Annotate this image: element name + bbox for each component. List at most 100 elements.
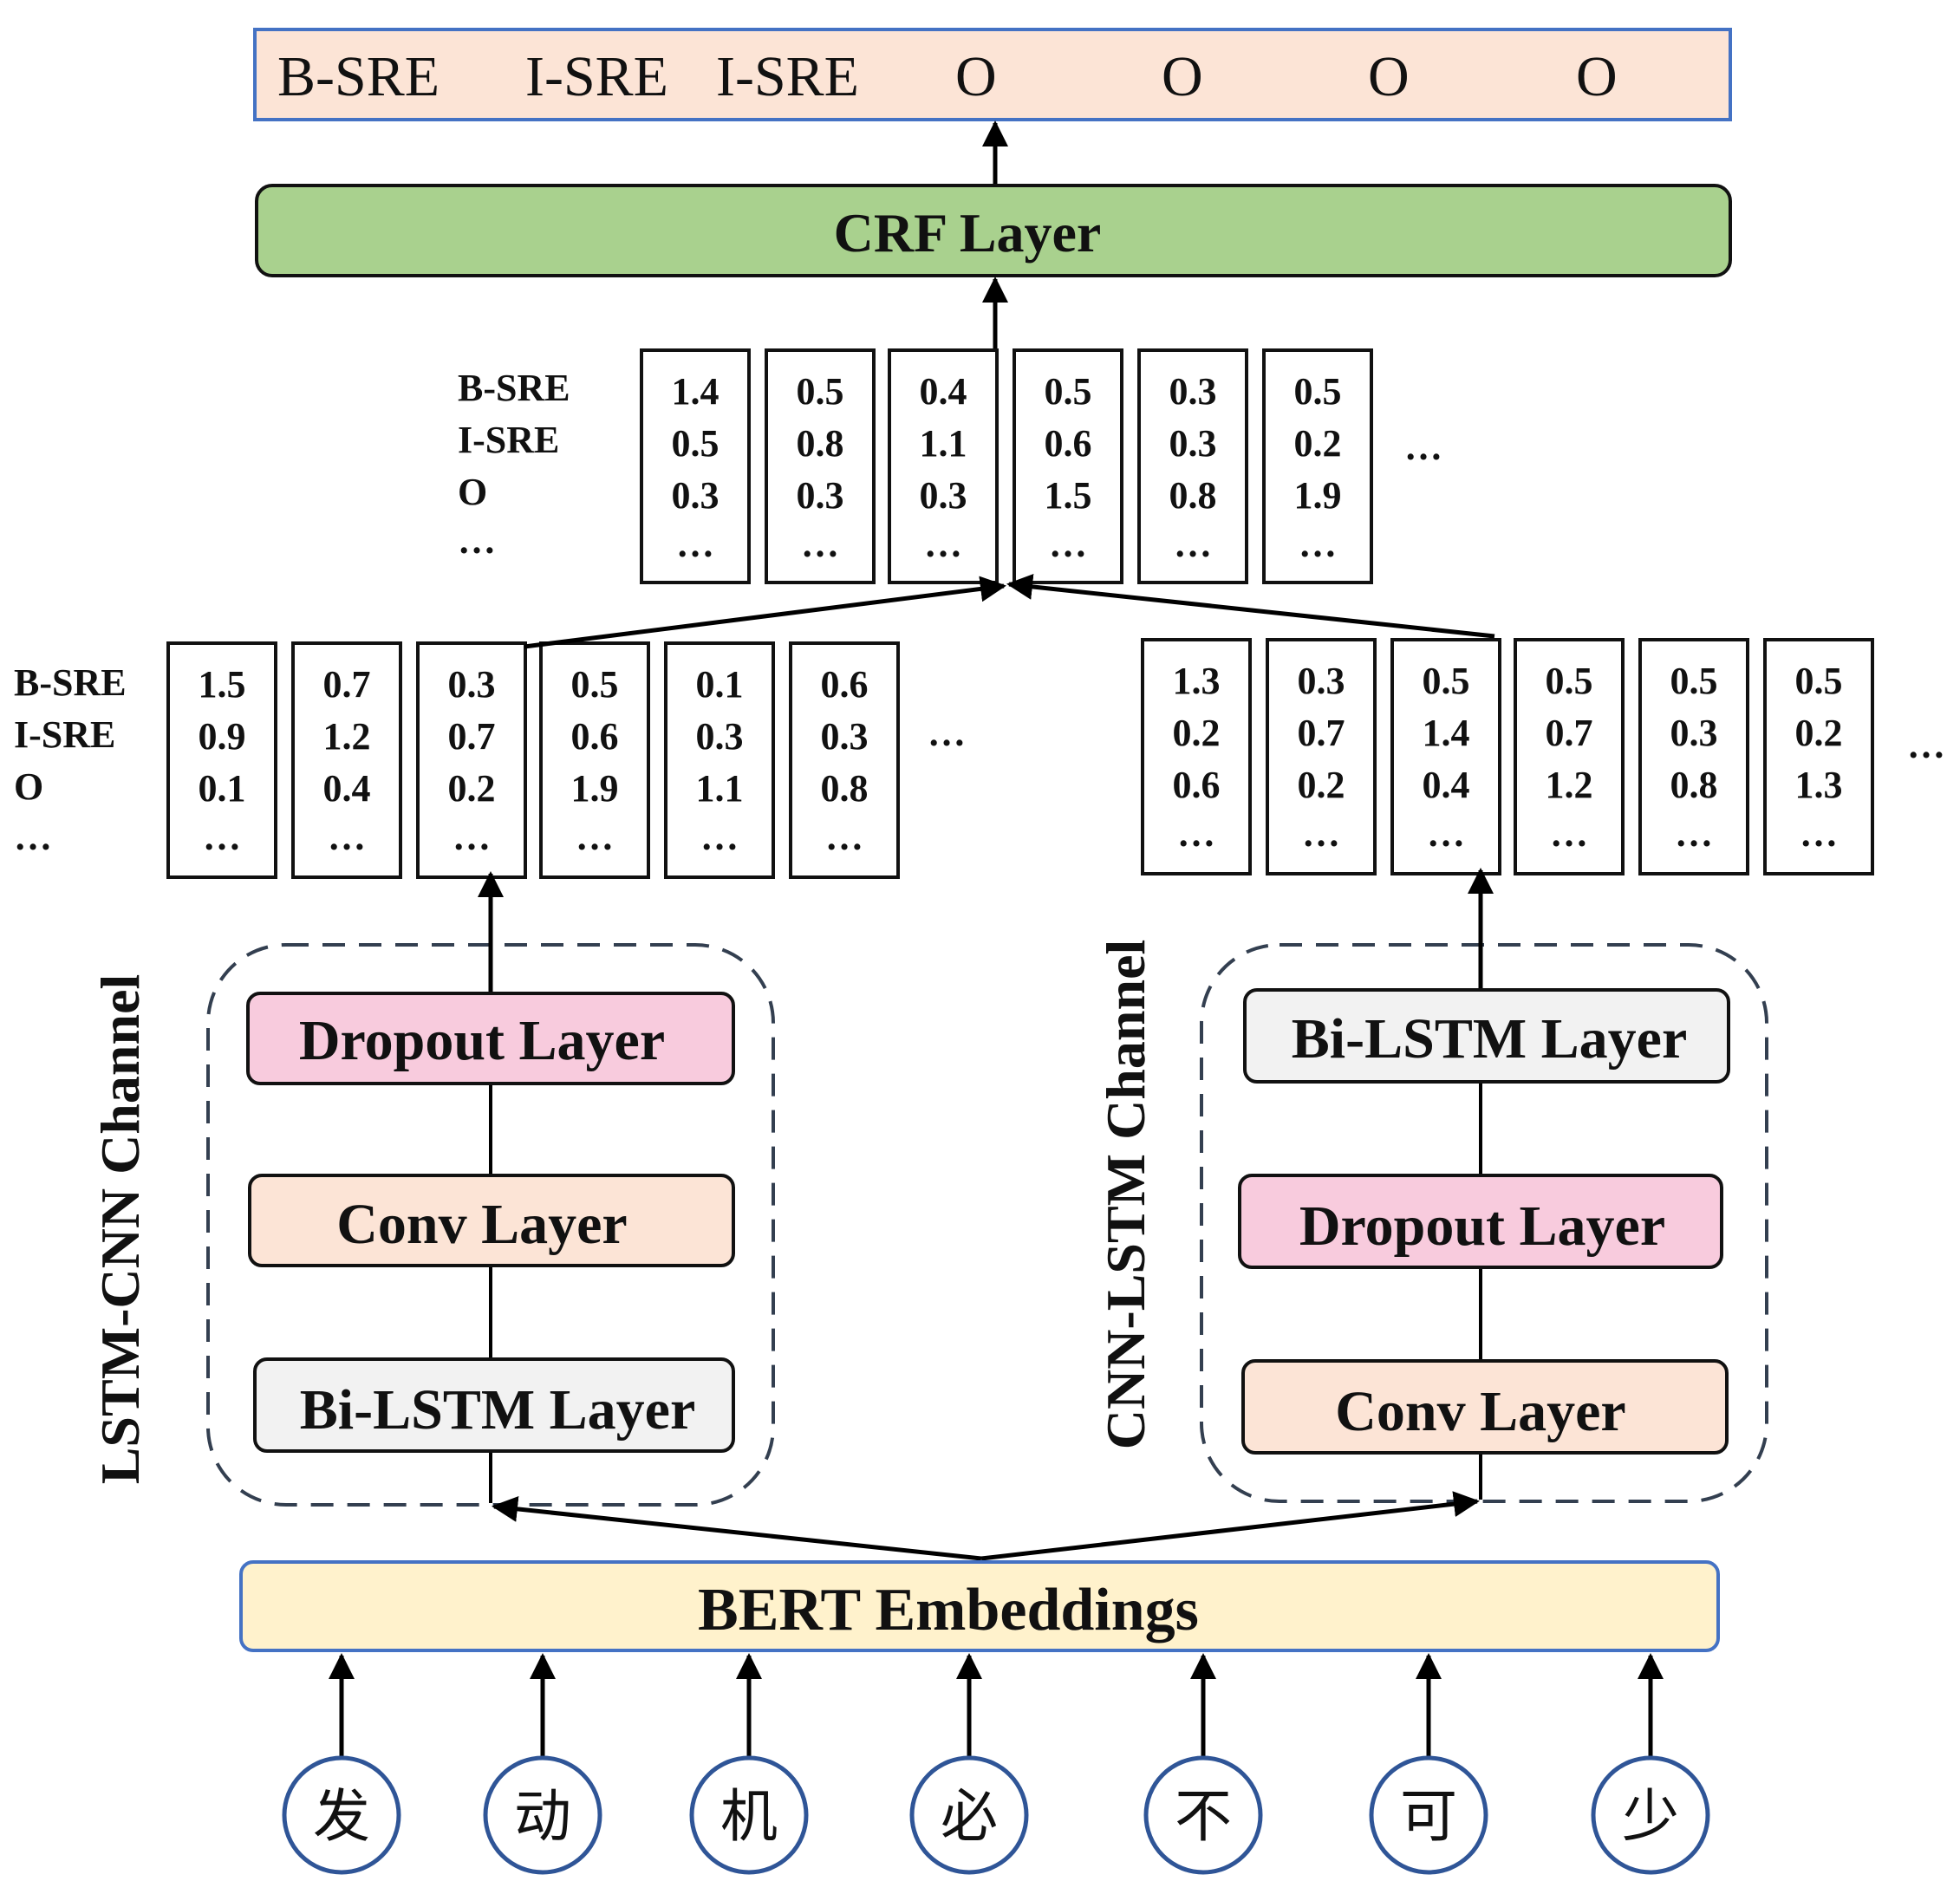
score-value: 0.4 [323,767,371,810]
token-circle [1143,1755,1263,1875]
score-value: … [203,816,241,858]
score-value: 0.3 [797,474,844,517]
score-value: 0.8 [1670,764,1718,806]
score-value: 1.1 [920,422,967,465]
score-value: … [801,523,839,565]
output-tag: B-SRE [277,45,440,108]
score-value: 1.9 [571,767,619,810]
score-value: … [1049,523,1087,565]
arrow-bert-to-right-channel [980,1491,1480,1561]
right-dropout-layer: Dropout Layer [1299,1194,1665,1258]
cnn-lstm-channel: CNN-LSTM Channel Bi-LSTM Layer Dropout L… [1095,868,1768,1503]
score-value: 1.2 [323,715,371,758]
score-value: 0.3 [672,474,720,517]
token-char: 机 [720,1783,778,1850]
score-column [640,348,751,584]
score-value: 0.5 [797,370,844,413]
score-value: 0.5 [571,663,619,706]
token-circle [282,1755,401,1875]
score-value: 0.1 [696,663,744,706]
score-value: 0.3 [696,715,744,758]
score-value: 0.5 [1546,660,1593,702]
score-value: … [1299,523,1337,565]
score-value: … [1302,812,1340,855]
score-value: 0.5 [1045,370,1092,413]
score-value: 0.2 [1173,712,1221,754]
bert-embeddings: BERT Embeddings [239,1560,1720,1652]
score-value: … [1550,812,1588,855]
score-value: 0.5 [672,422,720,465]
output-tag: I-SRE [716,45,859,108]
score-value: … [576,816,614,858]
crf-layer-label: CRF Layer [834,202,1102,264]
token-circle [483,1755,602,1875]
right-conv-layer: Conv Layer [1335,1380,1625,1443]
score-value: 0.2 [448,767,496,810]
row-label: I-SRE [458,419,559,461]
score-value: 0.6 [821,663,869,706]
score-value: 0.3 [1298,660,1345,702]
token-char: 不 [1175,1783,1232,1850]
score-column [1013,348,1123,584]
score-value: 0.3 [1670,712,1718,754]
score-column [888,348,999,584]
score-value: 1.5 [1045,474,1092,517]
score-value: 1.4 [672,370,720,413]
score-value: … [1174,523,1212,565]
score-value: … [924,523,962,565]
score-value: 1.1 [696,767,744,810]
token-char: 少 [1622,1783,1679,1850]
crf-layer: CRF Layer [255,184,1732,277]
score-value: 0.4 [920,370,967,413]
score-value: 1.5 [199,663,246,706]
score-value: … [1427,812,1465,855]
score-value: 0.7 [1298,712,1345,754]
score-value: 1.2 [1546,764,1593,806]
score-column [1514,638,1625,875]
token-char: 发 [313,1783,370,1850]
score-column [1266,638,1377,875]
score-value: … [1800,812,1838,855]
score-value: … [825,816,863,858]
ellipsis: … [1404,426,1442,468]
score-value: 1.3 [1795,764,1843,806]
score-value: 0.2 [1795,712,1843,754]
score-value: 0.6 [571,715,619,758]
token-char: 动 [514,1783,571,1850]
fused-score-matrix: 1.40.50.3…0.50.80.3…0.41.10.3…0.50.61.5…… [640,348,1373,584]
score-value: 0.9 [199,715,246,758]
row-label: O [458,471,487,513]
row-label: … [458,519,496,562]
score-value: 0.7 [448,715,496,758]
output-tag-sequence: B-SRE I-SRE I-SRE O O O O [253,28,1732,121]
score-value: 0.3 [1169,422,1217,465]
score-column [416,641,527,879]
score-column [789,641,900,879]
cnn-lstm-score-matrix: 1.30.20.6…0.30.70.2…0.51.40.4…0.50.71.2…… [1141,638,1874,875]
score-value: 0.2 [1298,764,1345,806]
token-circle [689,1755,809,1875]
score-column [291,641,402,879]
score-value: … [676,523,714,565]
cnn-lstm-channel-label: CNN-LSTM Channel [1095,940,1156,1450]
lstm-cnn-channel-label: LSTM-CNN Channel [89,974,151,1485]
score-value: 0.3 [1169,370,1217,413]
output-tag: O [1368,45,1410,108]
score-value: 0.3 [821,715,869,758]
score-value: … [700,816,739,858]
score-value: 0.6 [1045,422,1092,465]
left-bilstm-layer: Bi-LSTM Layer [300,1378,696,1442]
arrow-bert-to-left-channel [492,1495,982,1561]
score-value: 0.3 [448,663,496,706]
token-circle [1369,1755,1488,1875]
score-value: 0.5 [1294,370,1342,413]
score-value: … [1675,812,1713,855]
token-char: 可 [1400,1783,1457,1850]
token-circle [909,1755,1029,1875]
score-value: … [328,816,366,858]
output-tag: I-SRE [525,45,668,108]
token-circle [1591,1755,1710,1875]
left-dropout-layer: Dropout Layer [299,1009,665,1072]
left-row-labels: B-SRE I-SRE O … [14,661,127,858]
score-column [1137,348,1248,584]
